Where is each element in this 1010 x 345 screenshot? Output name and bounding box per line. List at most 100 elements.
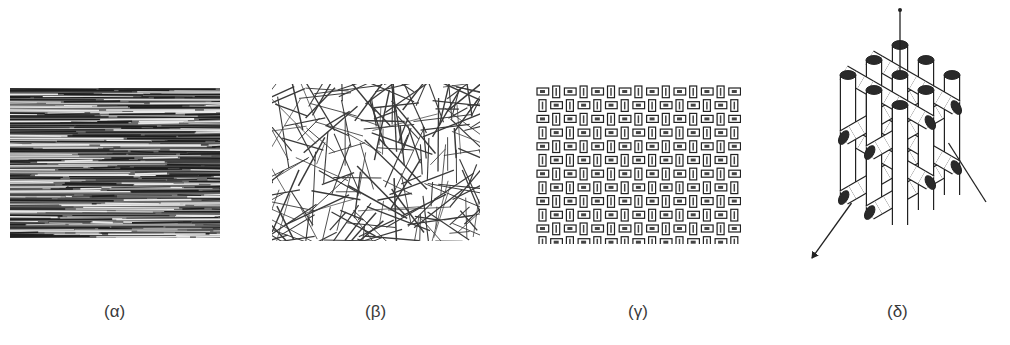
yarn-shade [622, 90, 627, 93]
fiber-line [10, 129, 105, 130]
fiber-line [409, 216, 419, 241]
yarn-shade [554, 159, 559, 162]
weft-yarn [647, 198, 659, 205]
woven-fabric [537, 86, 741, 244]
yarn-shade [610, 225, 612, 233]
rod-outline [918, 190, 934, 200]
weft-yarn [647, 88, 659, 95]
warp-yarn [703, 237, 710, 244]
rod-body [919, 140, 933, 150]
fiber-line [347, 133, 382, 153]
yarn-shade [609, 186, 614, 189]
yarn-shade [691, 131, 696, 134]
yarn-shade [581, 131, 586, 134]
yarn-shade [554, 131, 559, 134]
rod-end [836, 189, 851, 206]
fiber-line [80, 188, 101, 190]
fiber-line [10, 172, 130, 174]
fiber-line [10, 211, 82, 213]
fiber-line [108, 233, 206, 235]
fiber-line [10, 156, 80, 157]
fiber-line [124, 199, 192, 201]
yarn-shade [691, 186, 696, 189]
rod-outline [918, 130, 934, 140]
fiber-line [10, 107, 128, 109]
yarn-shade [704, 200, 709, 203]
fiber-line [219, 188, 220, 189]
fiber-line [272, 225, 307, 241]
yarn-shade [734, 184, 736, 192]
fiber-line [145, 134, 220, 136]
weft-yarn [578, 102, 590, 109]
fiber-line [111, 226, 163, 227]
fiber-line [288, 84, 303, 130]
rod-outline [866, 100, 882, 110]
fiber-line [333, 177, 381, 179]
weft-yarn [633, 211, 645, 218]
rod-outline [866, 170, 882, 180]
yarn-shade [610, 143, 612, 151]
rod-outline [892, 145, 908, 155]
rod-body [893, 145, 907, 155]
yarn-shade [554, 104, 559, 107]
fiber-line [131, 127, 170, 129]
fiber-line [185, 113, 220, 115]
rod-body [939, 98, 948, 103]
yarn-shade [677, 227, 682, 230]
fiber-line [10, 232, 38, 234]
fiber-line [10, 230, 132, 232]
yarn-shade [718, 104, 723, 107]
warp-yarn [594, 155, 601, 167]
fiber-line [203, 224, 220, 226]
yarn-shade [540, 172, 545, 175]
fiber-line [54, 234, 102, 235]
yarn-shade [663, 159, 668, 162]
fiber-line [305, 88, 348, 91]
rod-body [867, 170, 881, 180]
yarn-shade [595, 117, 600, 120]
yarn-shade [581, 159, 586, 162]
warp-yarn [717, 168, 724, 180]
rod-outline [918, 140, 934, 150]
yarn-shade [732, 117, 737, 120]
fiber-line [10, 135, 67, 137]
rod-end [949, 99, 964, 116]
fiber-line [69, 224, 195, 225]
rod-body [919, 130, 933, 140]
warp-yarn [662, 113, 669, 125]
rod-outline [892, 165, 908, 175]
fiber-line [10, 188, 42, 189]
warp-yarn [649, 237, 656, 244]
yarn-shade [597, 211, 599, 219]
yarn-shade [706, 211, 708, 219]
fiber-line [61, 204, 185, 206]
rod-body [913, 113, 922, 118]
fiber-line [161, 125, 220, 127]
warp-yarn [621, 209, 628, 221]
weft-yarn [660, 211, 672, 218]
fiber-line [45, 113, 100, 115]
unidirectional-fibers [10, 88, 220, 238]
fiber-line [180, 157, 220, 159]
fiber-line [464, 126, 480, 131]
yarn-shade [692, 143, 694, 151]
yarn-shade [651, 157, 653, 165]
yarn-shade [679, 129, 681, 137]
rod-body [945, 125, 959, 135]
weft-yarn [701, 225, 713, 232]
rod-outline [918, 140, 934, 150]
fiber-line [45, 233, 66, 234]
fiber-line [131, 191, 220, 193]
yarn-shade [597, 239, 599, 244]
rod-outline [878, 203, 887, 208]
yarn-shade [665, 198, 667, 206]
yarn-shade [638, 198, 640, 206]
weft-yarn [715, 129, 727, 136]
warp-yarn [703, 127, 710, 139]
weft-yarn [606, 211, 618, 218]
fiber-line [43, 148, 98, 149]
yarn-shade [610, 88, 612, 96]
weft-yarn [551, 184, 563, 191]
yarn-shade [650, 117, 655, 120]
weft-yarn [606, 184, 618, 191]
